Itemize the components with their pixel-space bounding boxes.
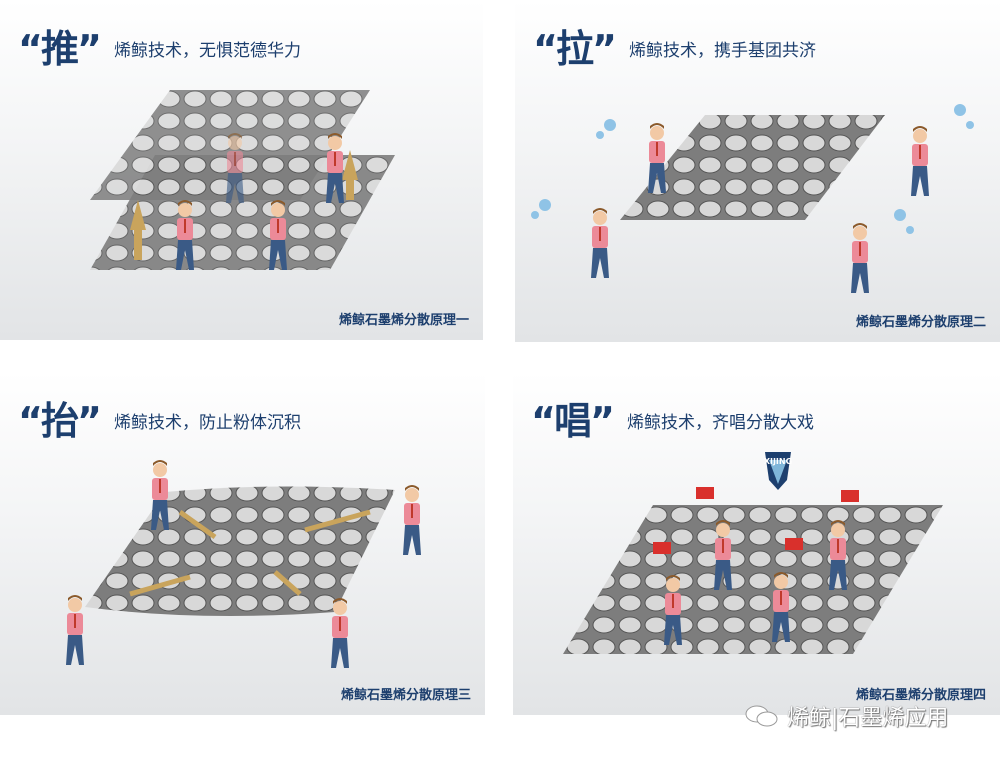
panel-sing: XIJING “唱” 烯鲸技术，齐唱分散大戏 烯鲸石墨烯分散原理四 (513, 372, 1000, 715)
subtitle: 烯鲸技术，无惧范德华力 (113, 41, 301, 61)
keyword: “推” (18, 27, 102, 71)
wechat-icon (745, 705, 778, 727)
subtitle: 烯鲸技术，携手基团共济 (628, 41, 816, 61)
watermark: 烯鲸|石墨烯应用 (745, 700, 948, 732)
sing-illustration: XIJING (563, 452, 943, 654)
keyword: “拉” (533, 27, 617, 71)
keyword: “唱” (531, 399, 615, 443)
watermark-text: 烯鲸|石墨烯应用 (787, 706, 949, 731)
pull-illustration (531, 104, 974, 293)
push-illustration (90, 90, 395, 270)
panel-push: “推” 烯鲸技术，无惧范德华力 烯鲸石墨烯分散原理一 (0, 0, 483, 340)
keyword: “抬” (18, 399, 102, 443)
lift-illustration (66, 460, 421, 668)
subtitle: 烯鲸技术，齐唱分散大戏 (626, 413, 814, 433)
logo-text: XIJING (764, 457, 792, 466)
caption: 烯鲸石墨烯分散原理一 (338, 313, 469, 328)
panel-pull: “拉” 烯鲸技术，携手基团共济 烯鲸石墨烯分散原理二 (515, 0, 1000, 342)
xijing-logo (765, 452, 791, 490)
panel-lift: “抬” 烯鲸技术，防止粉体沉积 烯鲸石墨烯分散原理三 (0, 372, 485, 715)
caption: 烯鲸石墨烯分散原理二 (855, 315, 986, 330)
caption: 烯鲸石墨烯分散原理三 (340, 688, 471, 703)
subtitle: 烯鲸技术，防止粉体沉积 (113, 413, 301, 433)
caption: 烯鲸石墨烯分散原理四 (855, 688, 986, 703)
